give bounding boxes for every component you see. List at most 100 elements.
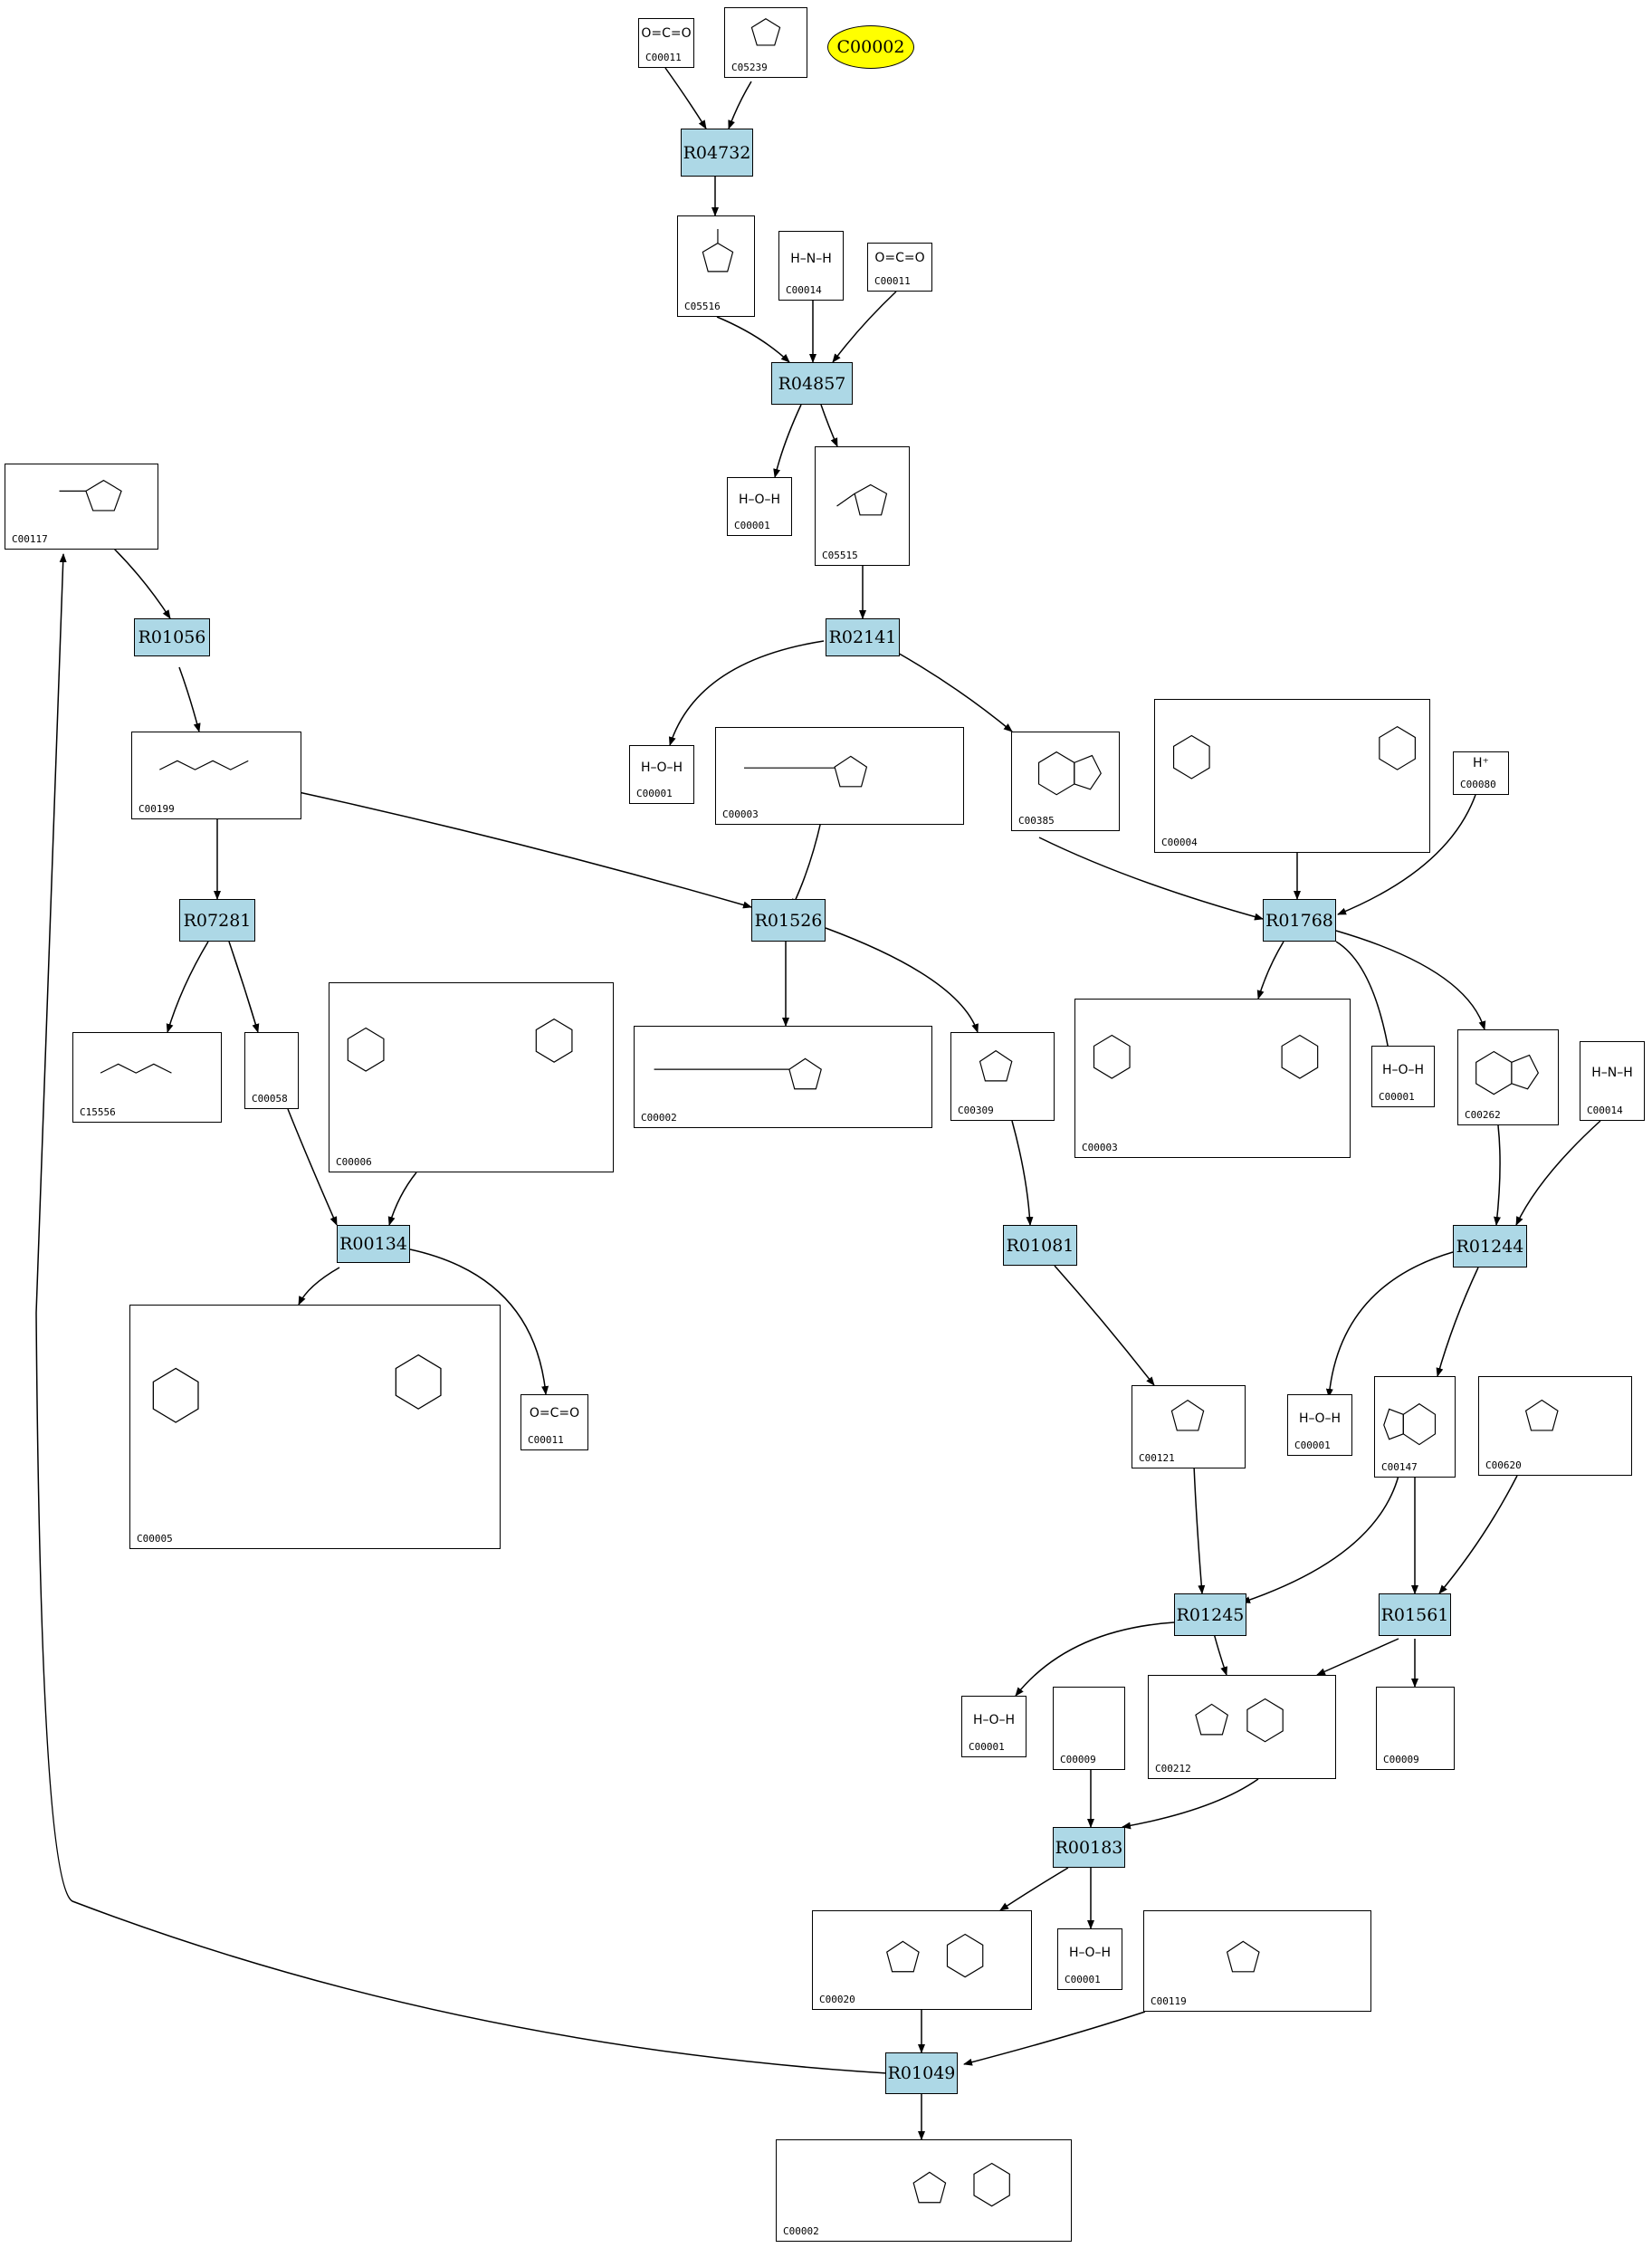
- compound-c00011[interactable]: O=C=O C00011: [867, 243, 932, 292]
- structure-icon: [1226, 1940, 1260, 1973]
- compound-id: C00212: [1155, 1763, 1191, 1774]
- compound-id: C15556: [80, 1106, 116, 1118]
- compound-formula: O=C=O: [874, 251, 925, 265]
- compound-formula: H⁺: [1473, 756, 1489, 770]
- compound-id: C00001: [969, 1741, 1005, 1753]
- compound-id: C00003: [1082, 1142, 1118, 1153]
- reaction-r01056[interactable]: R01056: [134, 618, 210, 656]
- compound-c00001[interactable]: H–O–H C00001: [727, 477, 792, 536]
- reaction-r01081[interactable]: R01081: [1003, 1225, 1077, 1266]
- compound-c00058[interactable]: C00058: [244, 1032, 299, 1109]
- compound-id: C00001: [1294, 1440, 1331, 1451]
- compound-id: C00117: [12, 533, 48, 545]
- compound-id: C00011: [528, 1434, 564, 1446]
- reaction-r01049[interactable]: R01049: [885, 2052, 958, 2094]
- compound-c00020[interactable]: C00020: [812, 1910, 1032, 2010]
- compound-c05516[interactable]: C05516: [677, 215, 755, 317]
- compound-c00001[interactable]: H–O–H C00001: [629, 745, 694, 804]
- structure-icon: [347, 1018, 573, 1072]
- compound-c00080[interactable]: H⁺ C00080: [1453, 751, 1509, 795]
- compound-c00006[interactable]: C00006: [329, 982, 614, 1172]
- reaction-r04857[interactable]: R04857: [771, 362, 853, 405]
- compound-c00121[interactable]: C00121: [1132, 1385, 1246, 1468]
- compound-c00001[interactable]: H–O–H C00001: [1057, 1928, 1122, 1990]
- compound-id: C00262: [1465, 1109, 1501, 1121]
- compound-formula: H–O–H: [972, 1713, 1016, 1727]
- compound-id: C00199: [138, 803, 175, 815]
- compound-c00001[interactable]: H–O–H C00001: [1287, 1394, 1352, 1456]
- reaction-r01561[interactable]: R01561: [1379, 1593, 1451, 1636]
- compound-id: C00004: [1161, 837, 1198, 848]
- compound-c00147[interactable]: C00147: [1374, 1376, 1456, 1478]
- compound-c00011[interactable]: O=C=O C00011: [520, 1394, 588, 1450]
- structure-icon: [1195, 1698, 1284, 1743]
- compound-formula: H–N–H: [790, 252, 832, 266]
- compound-c05515[interactable]: C05515: [815, 446, 910, 566]
- structure-icon: [743, 755, 868, 788]
- compound-id: C00009: [1383, 1754, 1419, 1765]
- compound-c05239[interactable]: C05239: [724, 7, 807, 78]
- compound-c00011[interactable]: O=C=O C00011: [638, 18, 694, 68]
- compound-c00262[interactable]: C00262: [1457, 1029, 1559, 1125]
- reaction-r07281[interactable]: R07281: [179, 899, 255, 942]
- structure-icon: [750, 18, 781, 46]
- reaction-r01768[interactable]: R01768: [1263, 899, 1336, 942]
- reaction-r02141[interactable]: R02141: [826, 618, 900, 656]
- compound-id: C00003: [722, 808, 759, 820]
- compound-id: C00009: [1060, 1754, 1096, 1765]
- compound-c00199[interactable]: C00199: [131, 732, 301, 819]
- reaction-r01245[interactable]: R01245: [1174, 1593, 1246, 1636]
- compound-id: C00002: [641, 1112, 677, 1124]
- compound-c15556[interactable]: C15556: [72, 1032, 222, 1123]
- compound-c00014[interactable]: H–N–H C00014: [778, 231, 844, 301]
- reaction-r00183[interactable]: R00183: [1053, 1827, 1125, 1868]
- compound-formula: H–O–H: [1381, 1063, 1425, 1077]
- start-node-c00002[interactable]: C00002: [827, 25, 914, 69]
- reaction-r00134[interactable]: R00134: [337, 1225, 410, 1263]
- compound-c00014[interactable]: H–N–H C00014: [1580, 1041, 1645, 1121]
- compound-c00001[interactable]: H–O–H C00001: [1371, 1046, 1435, 1107]
- compound-c00119[interactable]: C00119: [1143, 1910, 1371, 2012]
- compound-c00385[interactable]: C00385: [1011, 732, 1120, 831]
- compound-id: C00005: [137, 1533, 173, 1545]
- compound-id: C00058: [252, 1093, 288, 1105]
- compound-c00117[interactable]: C00117: [5, 464, 158, 550]
- compound-formula: H–O–H: [1298, 1411, 1342, 1426]
- compound-c00002[interactable]: C00002: [776, 2139, 1072, 2242]
- reaction-r01526[interactable]: R01526: [751, 899, 826, 942]
- compound-c00003[interactable]: C00003: [715, 727, 964, 825]
- compound-id: C00014: [786, 284, 822, 296]
- structure-icon: [159, 760, 249, 770]
- compound-c00620[interactable]: C00620: [1478, 1376, 1632, 1476]
- compound-c00309[interactable]: C00309: [950, 1032, 1055, 1121]
- structure-icon: [1170, 1399, 1205, 1431]
- compound-id: C00385: [1018, 815, 1055, 827]
- compound-c00003[interactable]: C00003: [1074, 999, 1351, 1158]
- compound-id: C05516: [684, 301, 721, 312]
- compound-c00004[interactable]: C00004: [1154, 699, 1430, 853]
- compound-c00001[interactable]: H–O–H C00001: [961, 1696, 1027, 1757]
- structure-icon: [100, 1063, 172, 1074]
- structure-icon: [886, 1933, 984, 1978]
- structure-icon: [1475, 1050, 1540, 1095]
- compound-c00005[interactable]: C00005: [129, 1305, 501, 1549]
- compound-c00009[interactable]: C00009: [1053, 1687, 1125, 1770]
- compound-formula: H–O–H: [1068, 1946, 1112, 1960]
- compound-c00009[interactable]: C00009: [1376, 1687, 1455, 1770]
- compound-c00002[interactable]: C00002: [634, 1026, 932, 1128]
- compound-id: C00001: [1379, 1091, 1415, 1103]
- structure-icon: [1037, 751, 1102, 796]
- compound-id: C00011: [874, 275, 911, 287]
- compound-id: C00620: [1485, 1459, 1522, 1471]
- structure-icon: [1383, 1402, 1437, 1446]
- structure-icon: [654, 1057, 822, 1090]
- compound-id: C00001: [636, 788, 673, 799]
- structure-icon: [1524, 1399, 1559, 1431]
- compound-formula: O=C=O: [641, 26, 692, 41]
- compound-id: C00080: [1460, 779, 1496, 790]
- compound-c00212[interactable]: C00212: [1148, 1675, 1336, 1779]
- reaction-r01244[interactable]: R01244: [1453, 1225, 1527, 1267]
- reaction-r04732[interactable]: R04732: [681, 129, 753, 177]
